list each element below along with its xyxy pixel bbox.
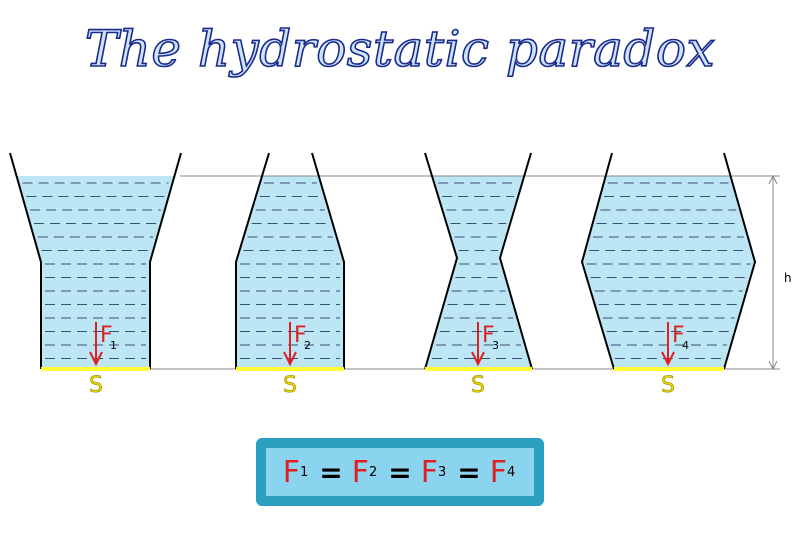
height-label: h xyxy=(784,271,792,285)
water xyxy=(425,176,532,369)
force-subscript: 2 xyxy=(304,339,311,352)
area-label: S xyxy=(89,373,103,398)
force-arrow-head xyxy=(471,351,485,367)
vessel-left-wall xyxy=(235,152,270,369)
height-arrow-top xyxy=(768,174,778,185)
force-arrow-head xyxy=(283,351,297,367)
formula-subscript: 3 xyxy=(438,464,447,480)
force-subscript: 3 xyxy=(492,339,499,352)
formula-force: F xyxy=(351,454,369,490)
force-subscript: 1 xyxy=(110,339,117,352)
vessel-right-wall xyxy=(723,152,757,370)
vessel-left-wall xyxy=(580,152,615,370)
water xyxy=(236,176,344,369)
area-label: S xyxy=(661,373,675,398)
formula-force: F xyxy=(420,454,438,490)
water xyxy=(582,176,755,369)
force-subscript: 4 xyxy=(682,339,689,352)
equals-sign: = xyxy=(457,455,481,489)
diagram-title: The hydrostatic paradox xyxy=(84,19,716,79)
force-label: F xyxy=(294,323,307,348)
water-layer xyxy=(16,176,755,369)
formula-force: F xyxy=(282,454,300,490)
vessel-left-wall xyxy=(424,152,459,370)
formula-force: F xyxy=(489,454,508,490)
equals-sign: = xyxy=(319,455,343,489)
formula-subscript: 2 xyxy=(368,464,378,480)
vessel-right-wall xyxy=(149,152,182,369)
force-arrow-head xyxy=(89,351,103,367)
vessel-right-wall xyxy=(498,152,533,370)
force-label: F xyxy=(672,323,685,348)
vessel-right-wall xyxy=(311,152,345,369)
height-arrow-bottom xyxy=(768,360,778,371)
formula-subscript: 4 xyxy=(507,464,516,480)
area-label: S xyxy=(283,373,297,398)
water xyxy=(16,176,175,369)
force-label: F xyxy=(482,323,495,348)
area-label: S xyxy=(471,373,485,398)
vessel-left-wall xyxy=(9,152,42,369)
force-label: F xyxy=(100,323,113,348)
formula-subscript: 1 xyxy=(299,464,309,480)
equals-sign: = xyxy=(388,455,412,489)
vessel-layer xyxy=(9,152,757,371)
force-arrow-head xyxy=(661,351,675,367)
